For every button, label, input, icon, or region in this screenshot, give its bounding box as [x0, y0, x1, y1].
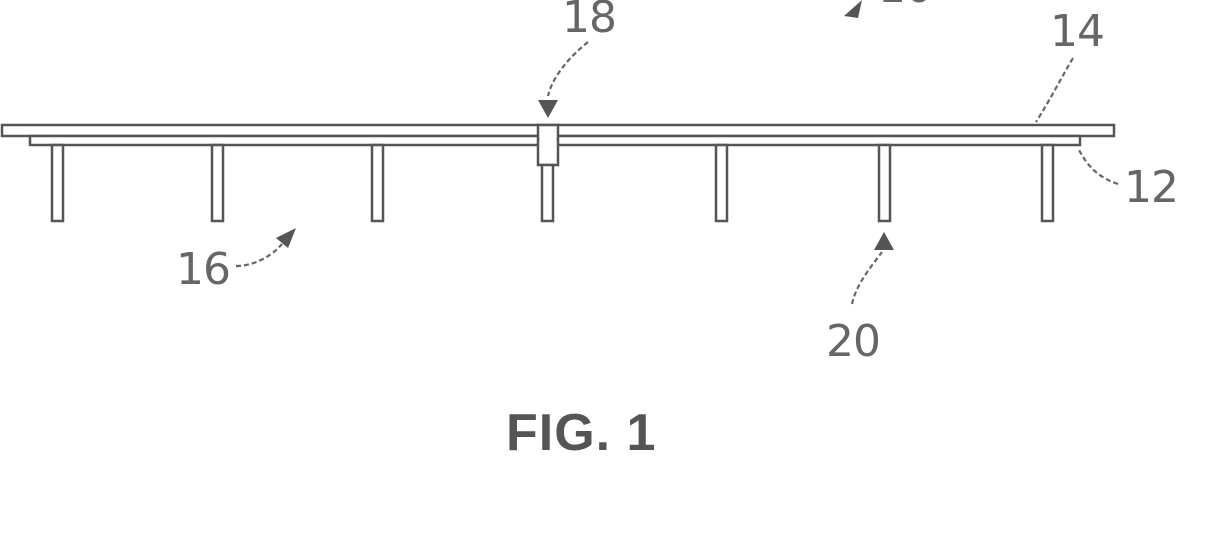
- leg: [372, 145, 383, 221]
- leader-18: [548, 42, 588, 96]
- leg: [212, 145, 223, 221]
- leader-14: [1036, 58, 1073, 122]
- leader-16: [236, 244, 282, 266]
- label-ref-20: 20: [826, 316, 880, 367]
- arrowhead-18: [538, 100, 558, 118]
- leg: [52, 145, 63, 221]
- label-ref-18: 18: [562, 0, 616, 43]
- leg: [716, 145, 727, 221]
- label-ref-10: 10: [878, 0, 932, 13]
- arrowhead-10: [844, 0, 862, 18]
- label-ref-12: 12: [1124, 162, 1178, 213]
- leader-20: [852, 252, 882, 304]
- leg: [542, 165, 553, 221]
- leg: [1042, 145, 1053, 221]
- arrowhead-16: [276, 228, 296, 248]
- leader-12: [1078, 148, 1118, 184]
- label-ref-16: 16: [176, 244, 230, 295]
- arrowhead-20: [874, 232, 894, 250]
- figure-caption: FIG. 1: [506, 404, 656, 462]
- leg: [879, 145, 890, 221]
- connector-block: [538, 125, 558, 165]
- label-ref-14: 14: [1050, 6, 1104, 57]
